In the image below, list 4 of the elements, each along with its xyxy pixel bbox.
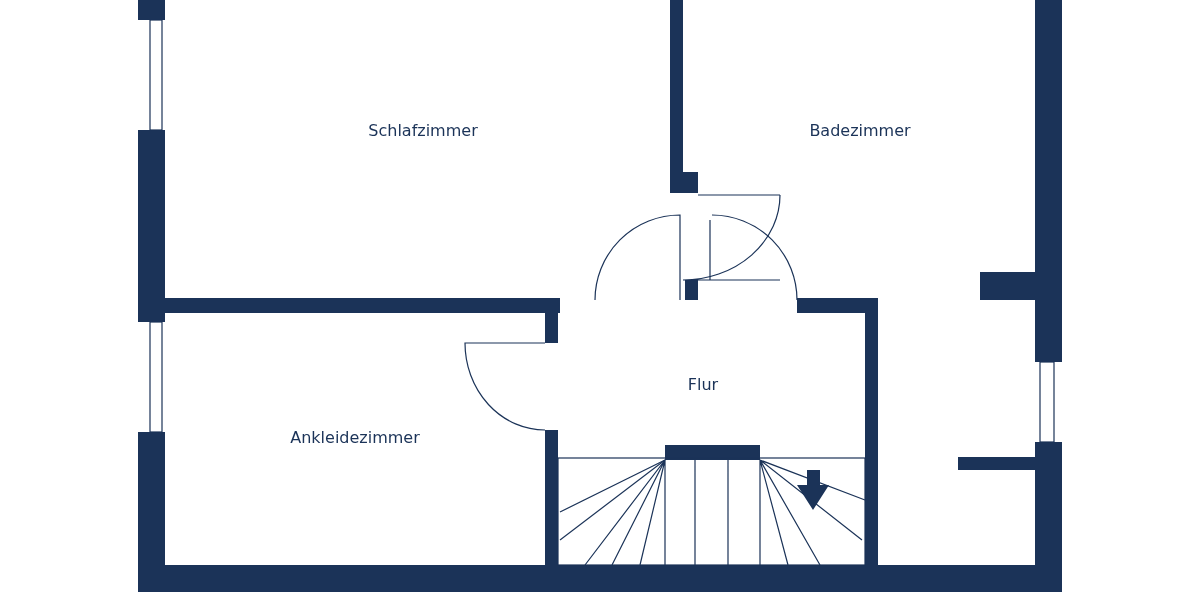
room-label: Badezimmer <box>809 120 911 140</box>
room-label: Ankleidezimmer <box>290 427 420 447</box>
room-label: Flur <box>687 374 719 394</box>
room-label: Schlafzimmer <box>368 120 478 140</box>
